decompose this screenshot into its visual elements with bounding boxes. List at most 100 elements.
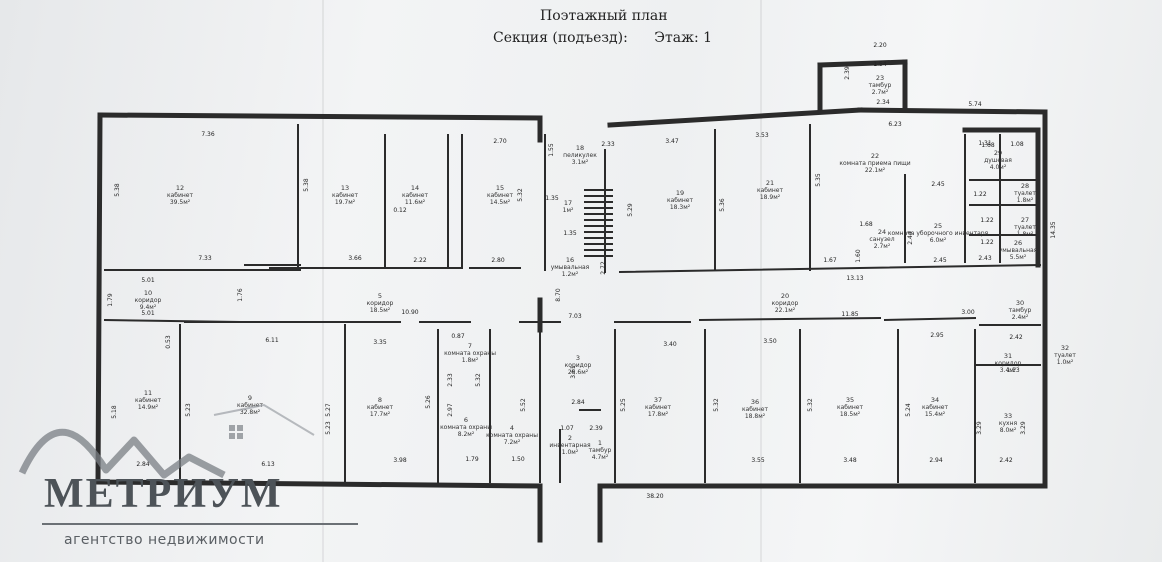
room-number: 6 [464,416,468,424]
room-number: 4 [510,424,514,432]
dimension-label: 5.26 [425,395,432,409]
room-area: 22.1м² [775,307,796,314]
room-number: 29 [994,149,1002,157]
dimension-label: 5.32 [807,398,814,412]
dimension-label: 1.31 [978,140,992,147]
room-area: 1.8м² [1017,231,1034,238]
room-area: 32.8м² [240,409,261,416]
dimension-label: 1.54 [873,61,887,68]
room-name: комната приема пищи [839,160,910,167]
room-name: кабинет [237,402,264,409]
dimension-label: 5.23 [325,421,332,435]
dimension-label: 3.47 [665,138,679,145]
dimension-label: 1.50 [511,456,525,463]
dimension-label: 1.76 [237,288,244,302]
room-name: кабинет [167,192,194,199]
room-name: кабинет [645,404,672,411]
room-area: 18.9м² [760,194,781,201]
room-area: 39.5м² [170,199,191,206]
dimension-label: 2.34 [876,99,890,106]
dimension-label: 5.38 [303,178,310,192]
room-number: 5 [378,292,382,300]
room-number: 36 [751,398,759,406]
room-area: 7.2м² [504,439,521,446]
dimension-label: 5.23 [185,403,192,417]
room-area: 18.8м² [745,413,766,420]
dimension-label: 5.74 [968,101,982,108]
room-area: 8.2м² [458,431,475,438]
dimension-label: 1.55 [548,143,555,157]
dimension-label: 1.68 [981,142,995,149]
room-name: кабинет [922,404,949,411]
room-name: пеликулек [563,152,597,159]
room-number: 13 [341,184,349,192]
dimension-label: 2.22 [413,257,427,264]
dimension-label: 3.29 [976,421,983,435]
room-number: 3 [576,354,580,362]
plan-title: Поэтажный план [540,8,668,24]
dimension-label: 3.50 [763,338,777,345]
room-number: 9 [248,394,252,402]
dimension-label: 1.13 [1006,367,1020,374]
room-number: 33 [1004,412,1012,420]
wall [95,112,103,485]
dimension-label: 6.23 [888,121,902,128]
room-number: 25 [934,222,942,230]
dimension-label: 2.45 [931,181,945,188]
dimension-label: 2.70 [493,138,507,145]
dimension-label: 3.55 [751,457,765,464]
dimension-label: 1.07 [560,425,574,432]
dimension-label: 5.01 [141,310,155,317]
room-name: комната охраны [444,350,496,357]
room-number: 24 [878,228,886,236]
room-name: душевая [984,157,1012,164]
dimension-label: 5.52 [520,398,527,412]
room-name: кабинет [757,187,784,194]
dimension-label: 3.48 [843,457,857,464]
dimension-label: 5.24 [905,403,912,417]
room-number: 7 [468,342,472,350]
wall [817,59,908,68]
dimension-label: 3.00 [961,309,975,316]
room-area: 1м² [563,207,574,214]
dimension-label: 2.94 [929,457,943,464]
room-name: умывальная [999,247,1038,254]
room-area: 8.0м² [1000,427,1017,434]
room-number: 27 [1021,216,1029,224]
dimension-label: 1.22 [980,239,994,246]
room-name: кабинет [402,192,429,199]
dimension-label: 2.80 [491,257,505,264]
wall [97,112,543,121]
dimension-label: 7.36 [201,131,215,138]
room-area: 22.1м² [865,167,886,174]
metrium-logo-mark [18,403,315,479]
room-number: 28 [1021,182,1029,190]
room-number: 18 [576,144,584,152]
dimension-label: 2.42 [1009,334,1023,341]
logo-tagline: агентство недвижимости [64,532,265,548]
room-name: коридор [367,300,394,307]
room-number: 35 [846,396,854,404]
room-number: 12 [176,184,184,192]
room-area: 1.8м² [1017,197,1034,204]
floor-label: Этаж: 1 [654,30,713,46]
dimension-label: 5.32 [517,188,524,202]
room-name: кабинет [135,397,162,404]
room-area: 11.6м² [405,199,426,206]
room-area: 6.0м² [930,237,947,244]
logo-wordmark: МЕТРИУМ [44,471,283,517]
